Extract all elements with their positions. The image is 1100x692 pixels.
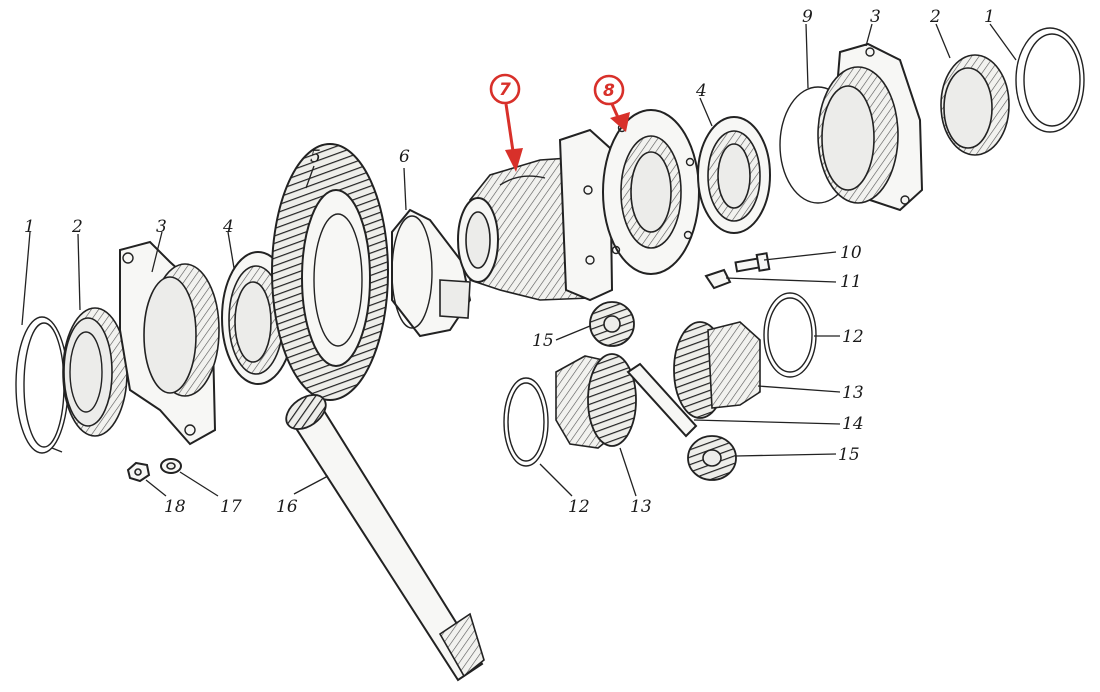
label-2-right: 2	[929, 7, 941, 27]
side-gear-bottom	[555, 353, 637, 449]
lock-ring-left	[15, 316, 69, 454]
label-16: 16	[276, 497, 298, 517]
drive-pinion-shaft-16	[285, 394, 485, 682]
label-15-top: 15	[532, 331, 554, 351]
washer-17	[160, 458, 182, 474]
label-10: 10	[840, 243, 862, 263]
label-2-left: 2	[71, 217, 83, 237]
roller-bearing-right	[697, 116, 771, 234]
bearing-housing-left	[119, 240, 220, 446]
adjusting-nut-left	[62, 307, 128, 437]
thrust-washer-6	[391, 208, 472, 338]
label-13-bottom: 13	[630, 497, 652, 517]
label-1-right: 1	[984, 7, 995, 27]
label-9: 9	[802, 7, 813, 27]
pinion-gear-top	[589, 301, 635, 347]
callout-8-arrowhead	[610, 112, 630, 132]
housing-flange-8	[602, 109, 700, 275]
label-14: 14	[842, 414, 864, 434]
differential-housing	[457, 128, 614, 302]
label-12-bottom: 12	[568, 497, 590, 517]
side-gear-right	[673, 321, 761, 419]
lock-ring-right	[1015, 27, 1085, 133]
lock-plate-11	[704, 268, 732, 290]
label-17: 17	[220, 497, 242, 517]
label-12-right: 12	[842, 327, 864, 347]
label-4-left: 4	[222, 217, 234, 237]
callout-7: 7	[489, 73, 523, 172]
label-13-right: 13	[842, 383, 864, 403]
label-6: 6	[399, 147, 410, 167]
callout-8-number: 8	[603, 81, 615, 101]
ring-gear	[271, 143, 389, 401]
bolt-10	[734, 252, 771, 273]
thrust-ring-12-bottom	[503, 377, 549, 467]
label-3-right: 3	[870, 7, 881, 27]
label-11: 11	[840, 272, 862, 292]
bearing-housing-right	[817, 42, 924, 212]
pinion-gear-bottom	[687, 435, 737, 481]
callout-7-arrow	[504, 103, 516, 159]
thrust-ring-12-right	[763, 292, 817, 378]
label-5: 5	[310, 147, 321, 167]
label-18: 18	[164, 497, 186, 517]
nut-18	[126, 461, 151, 483]
label-4-right: 4	[695, 81, 707, 101]
label-15-bottom: 15	[838, 445, 860, 465]
part-labels: 1 2 3 4 5 6 4 9 3 2 1 10 11 12 13 14 15 …	[24, 7, 995, 517]
label-1-left: 1	[24, 217, 35, 237]
callout-7-arrowhead	[505, 148, 523, 172]
adjusting-nut-right	[940, 54, 1010, 156]
leader-lines	[21, 23, 1017, 497]
callout-8: 8	[593, 74, 630, 132]
callout-7-number: 7	[499, 80, 511, 100]
pinion-shaft-14	[626, 362, 698, 438]
label-3-left: 3	[156, 217, 167, 237]
